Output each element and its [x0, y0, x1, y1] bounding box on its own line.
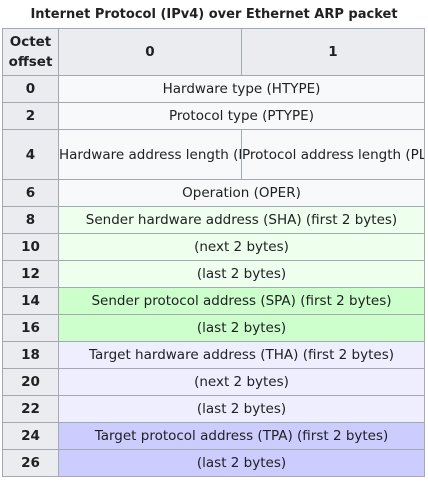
row-offset: 24 — [2, 422, 59, 450]
row-offset: 22 — [2, 395, 59, 423]
table-row: 4 Hardware address length (HLEN) Protoco… — [2, 129, 425, 180]
header-row: Octet offset 0 1 — [2, 28, 425, 76]
octet-offset-header-line1: Octet — [9, 34, 52, 50]
field-tha-last: (last 2 bytes) — [58, 395, 425, 423]
octet-offset-header-line2: offset — [8, 54, 53, 70]
table-row: 18 Target hardware address (THA) (first … — [2, 341, 425, 369]
table-row: 10 (next 2 bytes) — [2, 233, 425, 261]
field-sha-first: Sender hardware address (SHA) (first 2 b… — [58, 206, 425, 234]
arp-packet-table: Octet offset 0 1 0 Hardware type (HTYPE)… — [2, 28, 425, 477]
table-row: 12 (last 2 bytes) — [2, 260, 425, 288]
table-caption: Internet Protocol (IPv4) over Ethernet A… — [30, 7, 398, 22]
field-tha-next: (next 2 bytes) — [58, 368, 425, 396]
field-tha-first: Target hardware address (THA) (first 2 b… — [58, 341, 425, 369]
row-offset: 8 — [2, 206, 59, 234]
row-offset: 4 — [2, 129, 59, 180]
field-sha-last: (last 2 bytes) — [58, 260, 425, 288]
octet-offset-header: Octet offset — [2, 28, 59, 76]
row-offset: 18 — [2, 341, 59, 369]
field-tpa-first: Target protocol address (TPA) (first 2 b… — [58, 422, 425, 450]
field-hlen: Hardware address length (HLEN) — [58, 129, 242, 180]
row-offset: 12 — [2, 260, 59, 288]
table-row: 14 Sender protocol address (SPA) (first … — [2, 287, 425, 315]
table-row: 8 Sender hardware address (SHA) (first 2… — [2, 206, 425, 234]
field-ptype: Protocol type (PTYPE) — [58, 102, 425, 130]
field-spa-last: (last 2 bytes) — [58, 314, 425, 342]
row-offset: 2 — [2, 102, 59, 130]
field-spa-first: Sender protocol address (SPA) (first 2 b… — [58, 287, 425, 315]
field-plen: Protocol address length (PLEN) — [241, 129, 425, 180]
row-offset: 14 — [2, 287, 59, 315]
field-oper: Operation (OPER) — [58, 179, 425, 207]
table-row: 26 (last 2 bytes) — [2, 449, 425, 477]
field-tpa-last: (last 2 bytes) — [58, 449, 425, 477]
table-row: 0 Hardware type (HTYPE) — [2, 75, 425, 103]
row-offset: 6 — [2, 179, 59, 207]
table-row: 16 (last 2 bytes) — [2, 314, 425, 342]
octet-1-header: 1 — [241, 28, 425, 76]
table-row: 2 Protocol type (PTYPE) — [2, 102, 425, 130]
field-htype: Hardware type (HTYPE) — [58, 75, 425, 103]
field-sha-next: (next 2 bytes) — [58, 233, 425, 261]
table-row: 22 (last 2 bytes) — [2, 395, 425, 423]
table-row: 20 (next 2 bytes) — [2, 368, 425, 396]
octet-0-header: 0 — [58, 28, 242, 76]
row-offset: 20 — [2, 368, 59, 396]
row-offset: 16 — [2, 314, 59, 342]
row-offset: 0 — [2, 75, 59, 103]
row-offset: 10 — [2, 233, 59, 261]
table-row: 6 Operation (OPER) — [2, 179, 425, 207]
table-row: 24 Target protocol address (TPA) (first … — [2, 422, 425, 450]
row-offset: 26 — [2, 449, 59, 477]
